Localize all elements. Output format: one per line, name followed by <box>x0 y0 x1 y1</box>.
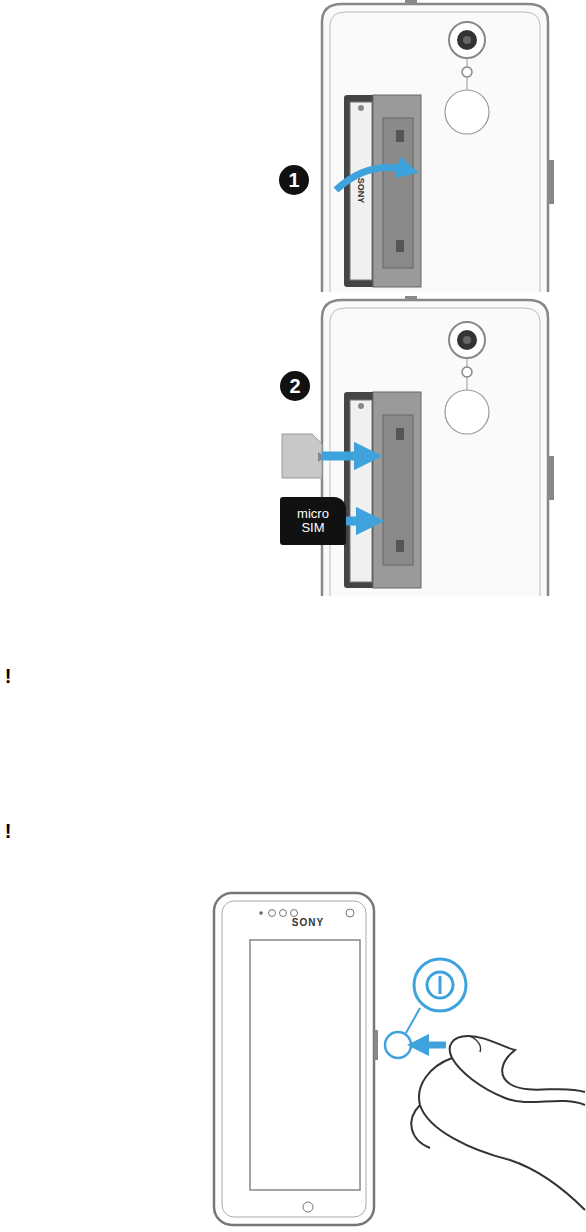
phone-back <box>279 0 554 292</box>
card-label: micro SIM <box>292 507 334 534</box>
brand-logo: SONY <box>292 918 324 928</box>
note-icon: ! <box>5 821 12 841</box>
callout-number: 1 <box>288 170 299 190</box>
callout-number: 2 <box>289 376 300 396</box>
phone-front <box>214 893 585 1225</box>
note-icon: ! <box>5 666 12 686</box>
sim-card: micro SIM <box>280 497 346 545</box>
slot-brand-text: SONY <box>356 177 365 203</box>
phone-back-cards <box>280 296 554 596</box>
